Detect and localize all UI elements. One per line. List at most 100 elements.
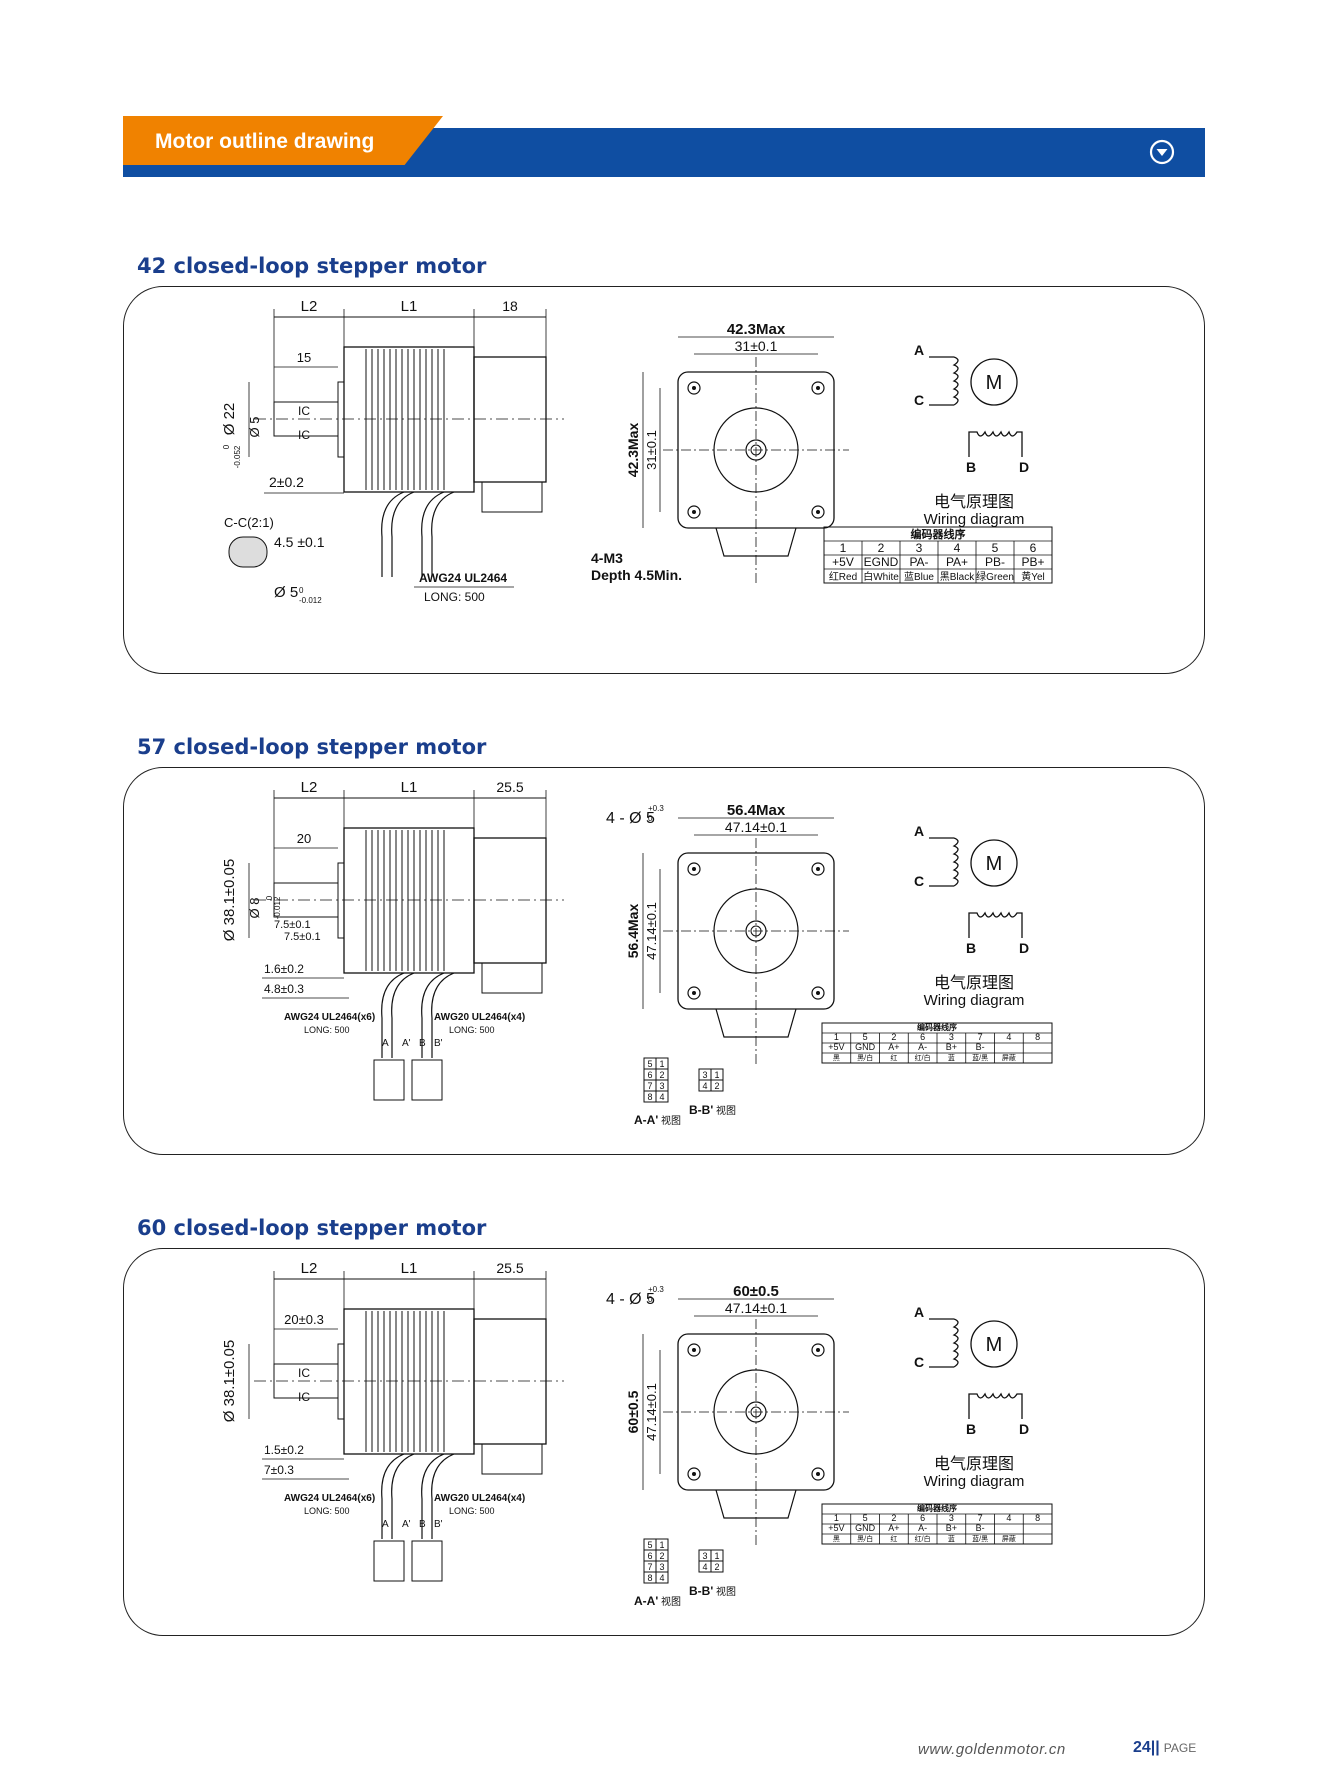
dimension-label: IC: [298, 1366, 310, 1380]
table-cell: PB-: [985, 555, 1005, 569]
mounting-hole: [687, 381, 701, 395]
mounting-hole: [811, 986, 825, 1000]
dimension-label: 42.3Max: [727, 321, 786, 338]
dimension-label: A': [402, 1519, 411, 1530]
dimension-label: A: [914, 823, 924, 839]
dimension-label: 0: [265, 895, 274, 900]
dimension-label: 25.5: [496, 1260, 523, 1276]
table-cell: B+: [946, 1042, 957, 1052]
pin-number: 4: [659, 1092, 664, 1102]
dimension-label: +0.3: [648, 804, 664, 813]
encoder-housing: [473, 356, 547, 483]
dimension-label: B-B': [689, 1584, 713, 1598]
pin-cell: [710, 1079, 724, 1092]
dimension-label: 18: [502, 298, 518, 314]
dimension-label: 视图: [661, 1114, 681, 1127]
table-cell: +5V: [832, 555, 854, 569]
table-cell: PA+: [946, 555, 968, 569]
dimension-label: AWG24 UL2464(x6): [284, 1493, 375, 1504]
cable: [381, 491, 415, 577]
dimension-label: LONG: 500: [449, 1506, 495, 1516]
pin-number: 2: [714, 1081, 719, 1091]
mounting-hole: [687, 1343, 701, 1357]
dimension-label: A: [382, 1038, 389, 1049]
coil-bd: [968, 911, 1023, 938]
dimension-label: 31±0.1: [644, 430, 659, 470]
dimension-label: 7.5±0.1: [274, 919, 311, 931]
mounting-hole: [687, 1467, 701, 1481]
mounting-hole: [811, 862, 825, 876]
dimension-label: 视图: [716, 1104, 736, 1117]
coil-ac: [929, 837, 959, 887]
dimension-label: 视图: [661, 1595, 681, 1608]
pin-number: 1: [714, 1551, 719, 1561]
mounting-hole-center: [816, 386, 820, 390]
dimension-label: Ø 22: [221, 403, 238, 436]
table-cell: 黑Black: [940, 571, 975, 583]
header-tab: [123, 116, 443, 165]
pin-number: 2: [714, 1562, 719, 1572]
pin-number: 3: [659, 1081, 664, 1091]
dimension-label: 4.5 ±0.1: [274, 534, 325, 550]
mounting-hole-center: [692, 991, 696, 995]
connector-tab: [715, 1489, 797, 1519]
dimension-label: 56.4Max: [727, 802, 786, 819]
dimension-label: +0.3: [648, 1285, 664, 1294]
table-cell: 蓝/黑: [972, 1534, 988, 1543]
header-title: Motor outline drawing: [155, 130, 375, 153]
pin-number: 1: [659, 1059, 664, 1069]
dimension-label: IC: [298, 1390, 310, 1404]
pin-number: 4: [659, 1573, 664, 1583]
dimension-label: 47.14±0.1: [725, 819, 787, 835]
dimension-label: B: [966, 459, 976, 475]
table-cell: 1: [834, 1032, 839, 1042]
table-cell: GND: [855, 1523, 876, 1533]
dimension-label: A: [914, 342, 924, 358]
table-cell: B-: [976, 1042, 985, 1052]
dimension-label: 4 - Ø 5: [606, 810, 655, 827]
table-cell: 红/白: [915, 1534, 931, 1543]
table-cell: 蓝: [948, 1053, 955, 1062]
table-cell: 红: [890, 1534, 897, 1543]
connector-tab: [715, 1008, 797, 1038]
dimension-label: 7.5±0.1: [284, 931, 321, 943]
cable: [421, 1453, 455, 1539]
dimension-label: LONG: 500: [424, 590, 485, 604]
table-cell: 白White: [863, 570, 899, 583]
dimension-label: 20: [297, 831, 311, 846]
dimension-label: L2: [301, 1260, 318, 1277]
chevron-down-circle-icon[interactable]: [1149, 139, 1175, 165]
table-title: 编码器线序: [917, 1022, 957, 1032]
dimension-label: 47.14±0.1: [725, 1300, 787, 1316]
dimension-label: AWG24 UL2464(x6): [284, 1012, 375, 1023]
motor-body: [343, 346, 475, 493]
dimension-label: A: [382, 1519, 389, 1530]
table-cell: 8: [1035, 1513, 1040, 1523]
dimension-label: 0: [222, 444, 231, 449]
table-cell: 1: [834, 1513, 839, 1523]
mounting-hole: [811, 1467, 825, 1481]
dimension-label: 4.8±0.3: [264, 982, 304, 996]
dimension-label: B: [966, 1421, 976, 1437]
footer-url[interactable]: www.goldenmotor.cn: [918, 1741, 1066, 1758]
dimension-label: B': [434, 1038, 443, 1049]
dimension-label: 0: [299, 586, 304, 595]
cable: [381, 1453, 415, 1539]
table-cell: A-: [918, 1042, 927, 1052]
pin-cell: [655, 1090, 669, 1103]
dimension-label: Ø 38.1±0.05: [221, 859, 238, 941]
dimension-label: C: [914, 873, 924, 889]
dimension-label: 4-M3: [591, 550, 623, 566]
connector-block: [481, 481, 543, 513]
table-cell: 5: [992, 541, 999, 555]
